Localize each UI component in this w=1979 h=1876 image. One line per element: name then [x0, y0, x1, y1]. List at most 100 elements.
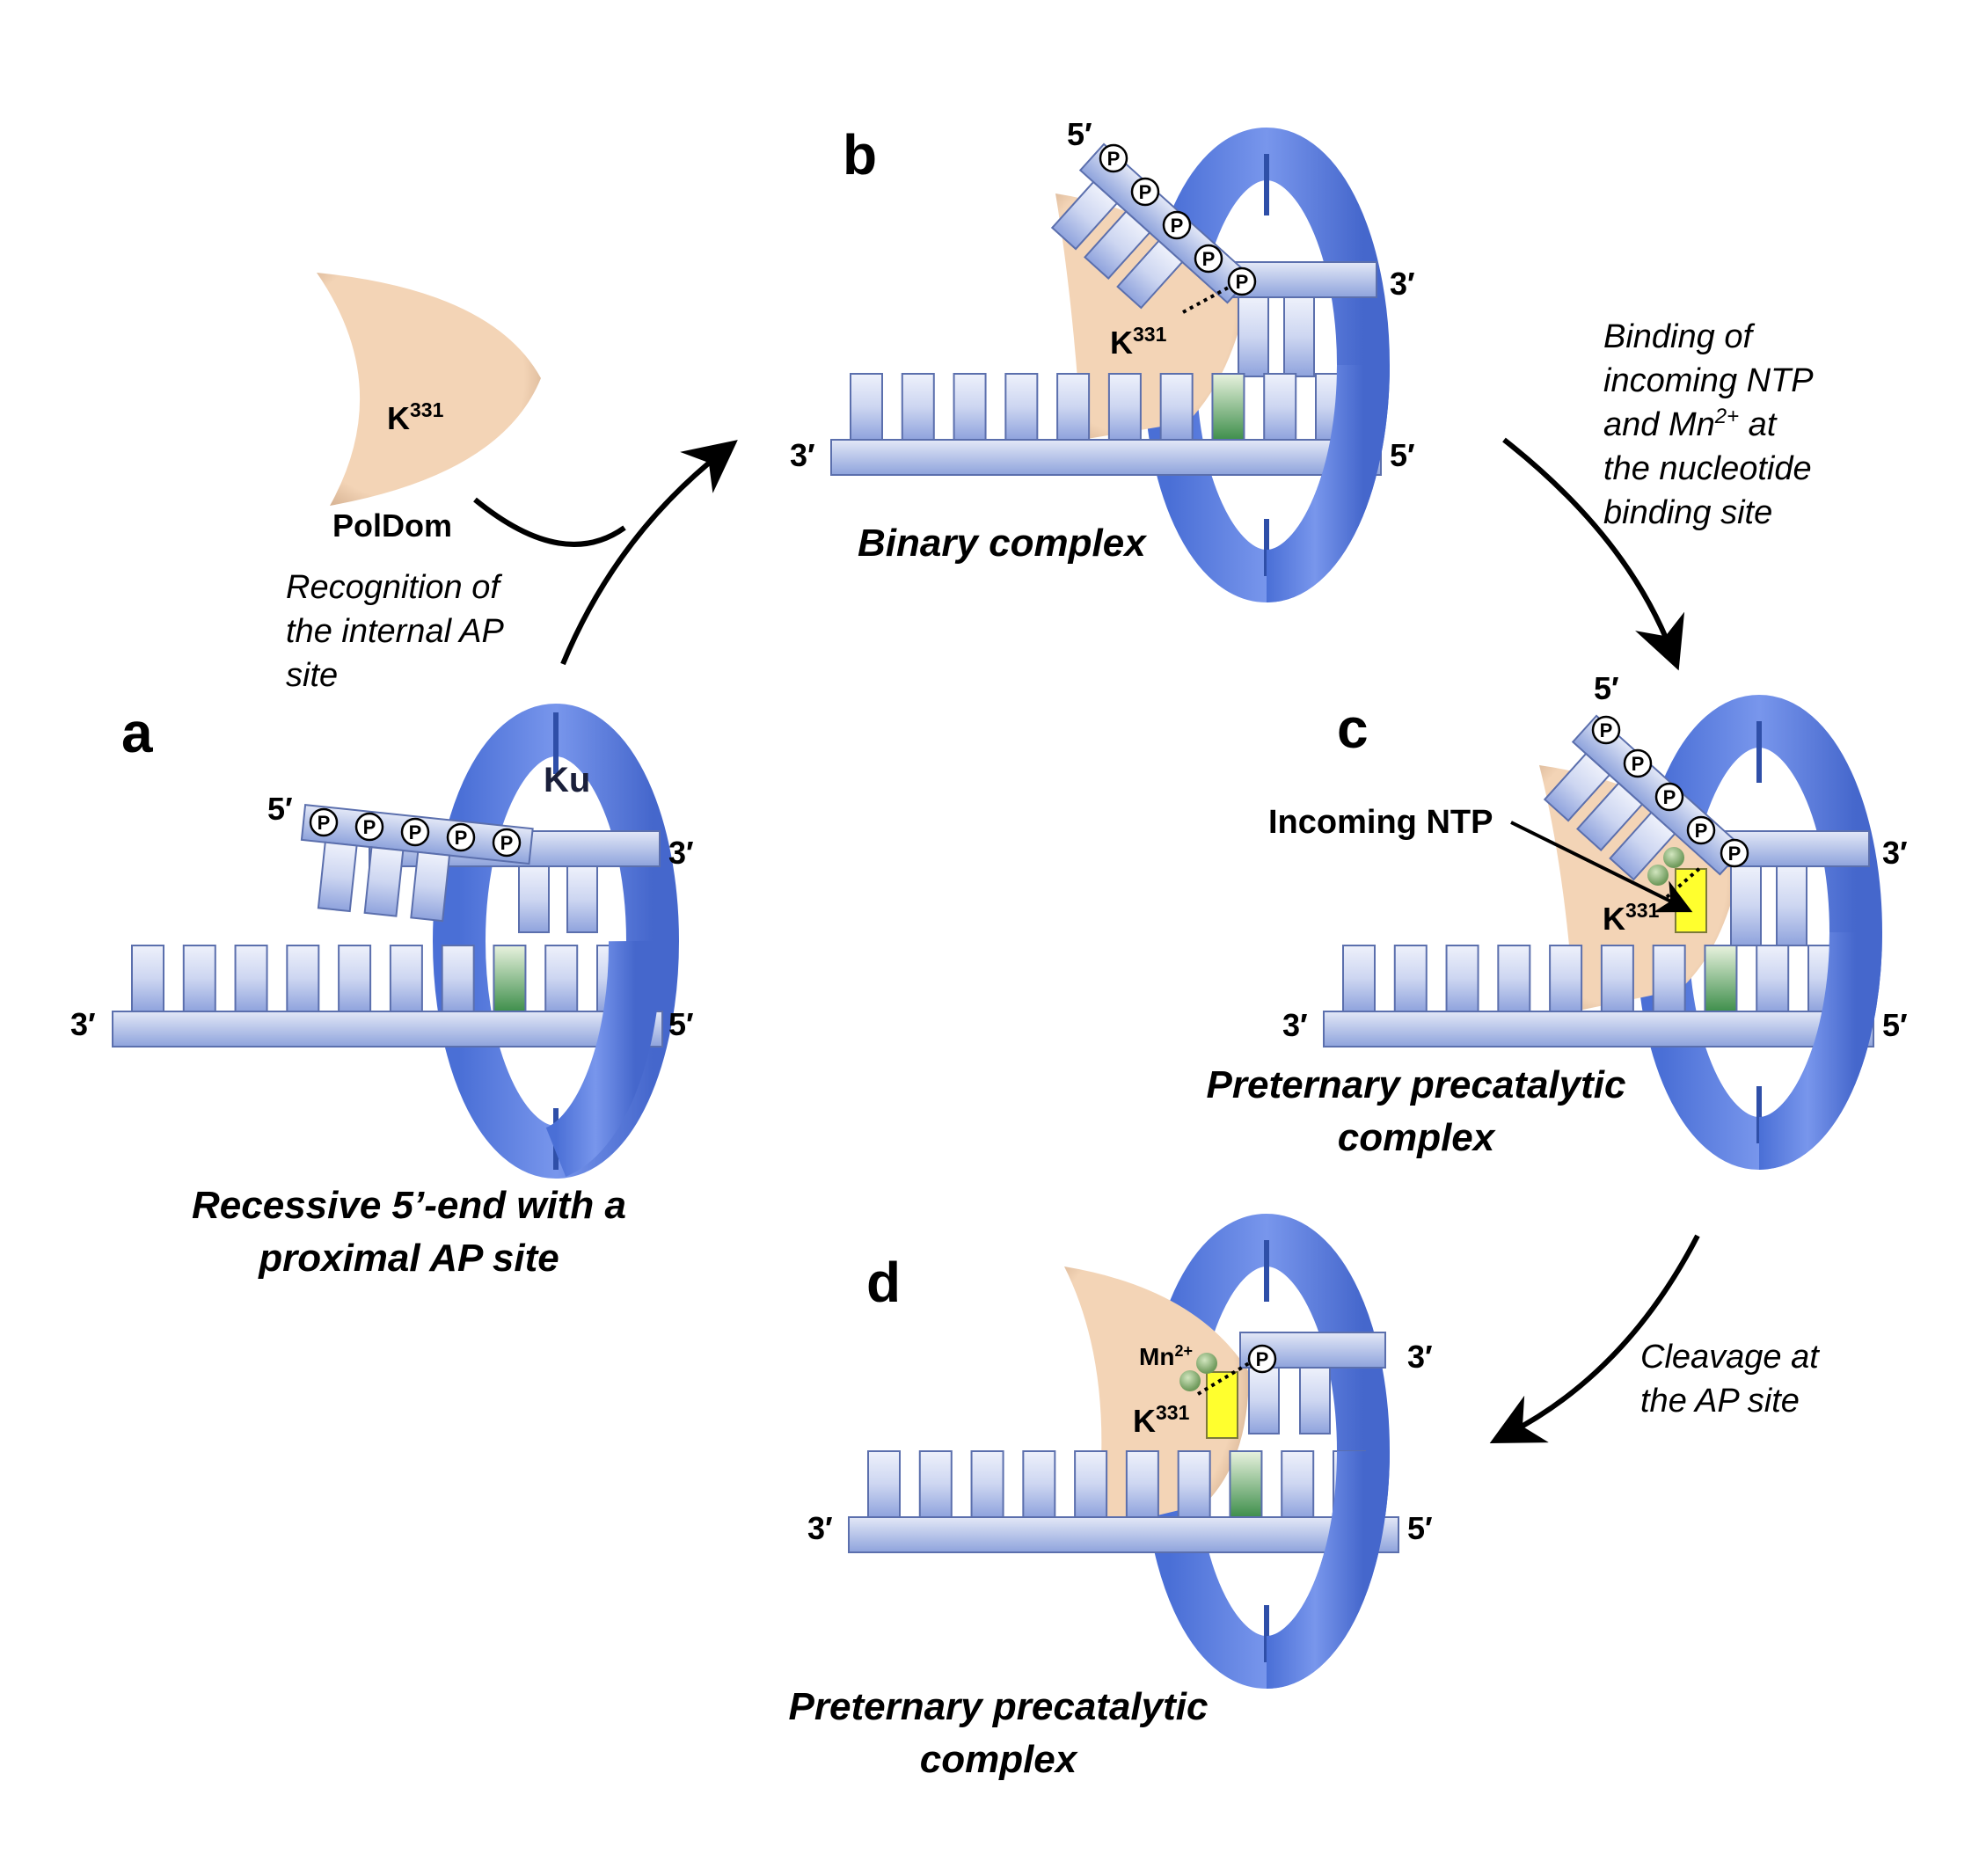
- phosphate-label: P: [409, 821, 422, 843]
- panel-c-letter: c: [1337, 697, 1369, 760]
- dna-backbone: [112, 1011, 663, 1047]
- dna-base: [131, 945, 164, 1012]
- top-strand: [1239, 1332, 1386, 1434]
- dna-base: [1004, 373, 1039, 441]
- k331-label: K331: [387, 398, 444, 436]
- dna-base: [1022, 1450, 1056, 1518]
- panel-d-caption: Preternary precatalytic: [789, 1685, 1209, 1728]
- three-prime-label: 3′: [668, 835, 694, 871]
- panel-a-caption: Recessive 5’-end with a: [192, 1184, 626, 1227]
- mn-ion: [1196, 1353, 1217, 1374]
- three-prime-label: 3′: [1882, 835, 1908, 871]
- dna-base: [1756, 945, 1790, 1012]
- bottom-strand: [1323, 945, 1874, 1047]
- dna-base: [1177, 1450, 1211, 1518]
- ap-site-base: [493, 945, 527, 1012]
- five-prime-label: 5′: [1594, 670, 1619, 706]
- five-prime-label: 5′: [668, 1006, 694, 1042]
- phosphate-label: P: [1202, 248, 1216, 270]
- mn-ion: [1647, 865, 1669, 886]
- phosphate-label: P: [1728, 843, 1742, 865]
- dna-base: [1497, 945, 1531, 1012]
- arrow-b-to-c: [1502, 437, 1685, 671]
- dna-backbone: [848, 1516, 1399, 1553]
- five-prime-label: 5′: [1067, 116, 1092, 152]
- step-b-c-text: and Mn2+ at: [1603, 405, 1778, 443]
- ap-site-base: [1229, 1450, 1263, 1518]
- step-c-d-text: Cleavage at: [1640, 1339, 1820, 1376]
- step-b-c-text: Binding of: [1603, 318, 1755, 355]
- dna-backbone: [830, 439, 1382, 476]
- panel-d: d P Mn2+ K331 3′ 3′ 5′ Preternary precat…: [789, 1214, 1433, 1781]
- dna-base: [1056, 373, 1091, 441]
- arrow-c-to-d: [1489, 1234, 1700, 1444]
- poldom-shape: [317, 273, 541, 506]
- three-prime-label: 3′: [1390, 266, 1415, 302]
- ntp-pointer-arrow: [1510, 821, 1693, 913]
- step-b-c-text: binding site: [1603, 494, 1772, 531]
- panel-c-caption: Preternary precatalytic: [1207, 1063, 1626, 1106]
- dna-base: [867, 1450, 901, 1518]
- step-b-c-text: incoming NTP: [1603, 362, 1814, 399]
- three-prime-label: 3′: [1282, 1007, 1308, 1043]
- dna-base: [1107, 373, 1142, 441]
- bottom-strand: [112, 945, 663, 1047]
- panel-d-caption: complex: [920, 1738, 1078, 1781]
- phosphate-icon: [1247, 1344, 1277, 1374]
- phosphate-icon: [1099, 143, 1128, 173]
- phosphate-icon: [1591, 715, 1621, 745]
- phosphate-icon: [309, 807, 339, 837]
- dna-base: [1445, 945, 1479, 1012]
- three-prime-label: 3′: [1407, 1339, 1433, 1375]
- dna-base: [544, 945, 579, 1012]
- three-prime-label: 3′: [70, 1006, 96, 1042]
- phosphate-label: P: [318, 812, 331, 834]
- phosphate-icon: [1720, 838, 1749, 868]
- dna-base: [1125, 1450, 1159, 1518]
- dna-base: [1159, 373, 1194, 441]
- incoming-ntp-base: [1675, 868, 1707, 933]
- three-prime-label: 3′: [790, 437, 815, 473]
- phosphate-label: P: [1256, 1348, 1269, 1370]
- dna-base: [1074, 1450, 1108, 1518]
- phosphate-label: P: [1171, 215, 1184, 237]
- step-b-c-text: the nucleotide: [1603, 450, 1812, 487]
- phosphate-icon: [1162, 210, 1192, 240]
- dna-base: [1393, 945, 1428, 1012]
- panel-b-caption: Binary complex: [858, 522, 1147, 565]
- step-a-b-text: Recognition of: [286, 569, 502, 606]
- phosphate-icon: [1686, 815, 1716, 845]
- phosphate-icon: [1623, 748, 1653, 778]
- five-prime-label: 5′: [267, 791, 293, 827]
- phosphate-label: P: [1695, 820, 1708, 842]
- panel-c-caption: complex: [1338, 1116, 1496, 1159]
- phosphate-icon: [1227, 266, 1257, 296]
- step-a-b-text: site: [286, 657, 338, 694]
- interaction-dots: [1196, 1361, 1251, 1396]
- mn-ion: [1663, 847, 1684, 868]
- dna-base: [1549, 945, 1583, 1012]
- phosphate-icon: [400, 817, 430, 847]
- phosphate-group-d: P: [1247, 1344, 1277, 1374]
- poldom-label: PolDom: [332, 507, 452, 544]
- dna-base: [1263, 373, 1297, 441]
- dna-base: [850, 373, 883, 441]
- phosphate-label: P: [1632, 753, 1645, 775]
- dna-base: [441, 945, 475, 1012]
- three-prime-label: 3′: [807, 1510, 833, 1546]
- step-a-b-text: the internal AP: [286, 613, 505, 650]
- ap-site-base: [1704, 945, 1738, 1012]
- phosphate-label: P: [1139, 181, 1152, 203]
- dna-base: [1600, 945, 1634, 1012]
- mn-label: Mn2+: [1139, 1342, 1193, 1370]
- dna-base: [389, 945, 423, 1012]
- bottom-strand: [830, 373, 1382, 476]
- dna-backbone: [1323, 1011, 1874, 1047]
- five-prime-label: 5′: [1390, 437, 1415, 473]
- phosphate-icon: [354, 812, 384, 842]
- step-c-d-text: the AP site: [1640, 1383, 1800, 1420]
